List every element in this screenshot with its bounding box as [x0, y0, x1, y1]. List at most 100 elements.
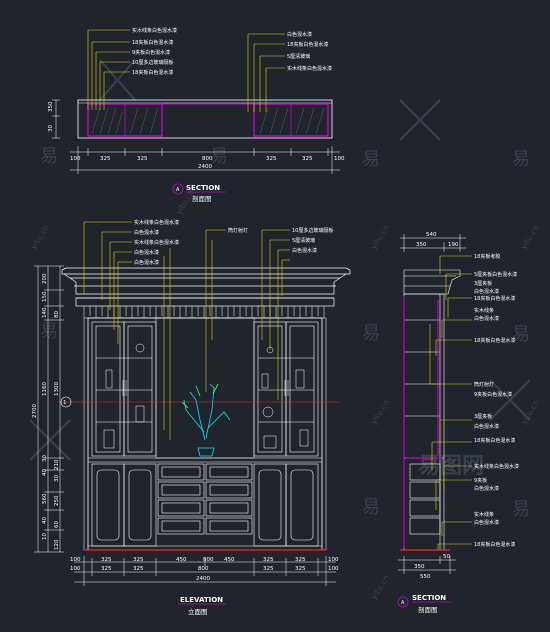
material-label: 实木线条 — [474, 511, 494, 518]
material-label: 白色混水漆 — [474, 288, 499, 295]
width-dim: 100 — [334, 156, 345, 162]
material-label: 白色混水漆 — [134, 249, 159, 256]
watermark-glyph: 易 — [512, 499, 530, 520]
elevation-labels-left: 实木线条白色混水漆 白色混水漆 实木线条白色混水漆 白色混水漆 白色混水漆 — [134, 219, 179, 266]
width-dim: 325 — [266, 156, 277, 162]
watermark-url: yitu.cn — [29, 223, 51, 251]
depth-dim: 550 — [420, 574, 431, 580]
watermark-url: yitu.cn — [519, 223, 541, 251]
side-section-title-block: A SECTION 剖面图 — [397, 594, 452, 614]
material-label: 实木线条白色混水漆 — [134, 219, 179, 226]
material-label: 白色混水漆 — [292, 247, 317, 254]
height-dim: 1300 — [54, 382, 60, 396]
side-section-labels: 18夹板考胶 5厘夹板白色混水漆 3厘夹板 白色混水漆 18夹板白色混水漆 实木… — [474, 253, 519, 548]
watermark-glyph: 易 — [362, 497, 380, 518]
top-section-labels-right: 白色混水漆 18夹板白色混水漆 5厘清玻璃 实木线条白色混水漆 — [287, 31, 332, 72]
material-label: 筒灯射灯 — [228, 227, 248, 234]
watermark-glyph: 易 — [362, 149, 380, 170]
watermark-glyph: 易 — [40, 321, 58, 342]
height-dim: 80 — [54, 311, 60, 318]
watermark-glyph: 易 — [40, 146, 58, 167]
width-dim: 100 — [328, 557, 339, 563]
height-dim: 140 — [42, 307, 48, 318]
material-label: 10厘多边玻璃隔板 — [292, 227, 333, 234]
width-dim: 325 — [101, 557, 112, 563]
section-title: SECTION — [186, 184, 220, 192]
depth-dim: 350 — [416, 242, 427, 248]
height-dim: 250 — [54, 495, 60, 506]
width-dim: 100 — [70, 557, 81, 563]
width-dim: 450 — [224, 557, 235, 563]
material-label: 5厘夹板白色混水漆 — [474, 271, 517, 278]
width-dim: 325 — [133, 566, 144, 572]
width-dim: 800 — [198, 566, 209, 572]
top-section-labels-left: 实木线条白色混水漆 18夹板白色混水漆 9夹板白色混水漆 10厘多边玻璃隔板 1… — [132, 27, 177, 76]
section-cut-marker: 1 — [63, 400, 67, 406]
height-dim: 40 — [42, 469, 48, 476]
top-section-title-block: A SECTION 剖面图 — [172, 183, 226, 203]
material-label: 18夹板白色混水漆 — [474, 295, 515, 302]
width-dim: 100 — [70, 566, 81, 572]
elevation-bottom-dimensions: 100 325 325 450 800 450 325 325 100 100 … — [70, 557, 339, 582]
height-dim: 1160 — [42, 382, 48, 396]
top-section-dimensions: 350 30 100 325 325 800 325 325 100 2400 — [48, 101, 345, 170]
width-dim: 325 — [295, 557, 306, 563]
watermark-glyph: 易 — [210, 146, 228, 167]
elevation-labels-right: 筒灯射灯 10厘多边玻璃隔板 5厘清玻璃 白色混水漆 — [228, 227, 333, 254]
elevation-title: ELEVATION — [180, 596, 223, 604]
section-subtitle: 剖面图 — [192, 194, 212, 203]
section-subtitle: 剖面图 — [418, 605, 438, 614]
width-dim: 325 — [133, 557, 144, 563]
material-label: 3厘夹板 — [474, 413, 492, 420]
width-dim: 800 — [202, 156, 213, 162]
height-dim: 350 — [48, 101, 54, 112]
watermark-layer: 易 易 易 易 易 易 易 易 易 yitu.cn yitu.cn yitu.c… — [29, 59, 541, 601]
material-label: 18夹板考胶 — [474, 253, 500, 260]
elevation-left-dimensions: 200 150 140 80 1160 1300 2700 30 210 40 … — [32, 273, 60, 550]
material-label: 实木线条白色混水漆 — [287, 65, 332, 72]
watermark-url: yitu.cn — [369, 223, 391, 251]
height-dim: 2700 — [32, 404, 38, 418]
depth-dim: 50 — [443, 554, 450, 560]
material-label: 白色混水漆 — [134, 259, 159, 266]
depth-dim: 350 — [414, 564, 425, 570]
width-dim: 325 — [263, 566, 274, 572]
height-dim: 10 — [42, 533, 48, 540]
decor-plant — [183, 383, 231, 457]
width-dim: 325 — [302, 156, 313, 162]
material-label: 18夹板白色混水漆 — [474, 437, 515, 444]
material-label: 18夹板白色混水漆 — [474, 337, 515, 344]
height-dim: 30 — [54, 475, 60, 482]
elevation-title-block: ELEVATION 立面图 1 — [63, 400, 226, 616]
elevation-drawing — [34, 221, 351, 586]
height-dim: 200 — [42, 273, 48, 284]
material-label: 9夹板白色混水漆 — [474, 391, 512, 398]
width-dim: 325 — [100, 156, 111, 162]
total-width-dim: 2400 — [198, 164, 212, 170]
material-label: 实木线条 — [474, 307, 494, 314]
material-label: 白色混水漆 — [134, 229, 159, 236]
side-section-dimensions: 540 350 190 350 50 550 — [414, 232, 459, 580]
material-label: 9夹板白色混水漆 — [132, 49, 170, 56]
material-label: 实木线条白色混水漆 — [474, 463, 519, 470]
watermark-x-marks — [29, 59, 531, 461]
depth-dim: 190 — [448, 242, 459, 248]
section-marker-letter: A — [401, 600, 405, 606]
height-dim: 60 — [54, 521, 60, 528]
material-label: 实木线条白色混水漆 — [132, 27, 177, 34]
width-dim: 325 — [295, 566, 306, 572]
total-width-dim: 2400 — [196, 576, 210, 582]
section-marker-letter: A — [176, 187, 180, 193]
elevation-subtitle: 立面图 — [188, 607, 208, 616]
watermark-glyph: 易 — [512, 149, 530, 170]
material-label: 18夹板白色混水漆 — [132, 69, 173, 76]
material-label: 筒灯射灯 — [474, 381, 494, 388]
watermark-url: yitu.cn — [369, 573, 391, 601]
material-label: 18夹板白色混水漆 — [132, 39, 173, 46]
width-dim: 800 — [203, 557, 214, 563]
material-label: 白色混水漆 — [287, 31, 312, 38]
material-label: 18夹板白色混水漆 — [287, 41, 328, 48]
width-dim: 450 — [176, 557, 187, 563]
height-dim: 30 — [42, 455, 48, 462]
